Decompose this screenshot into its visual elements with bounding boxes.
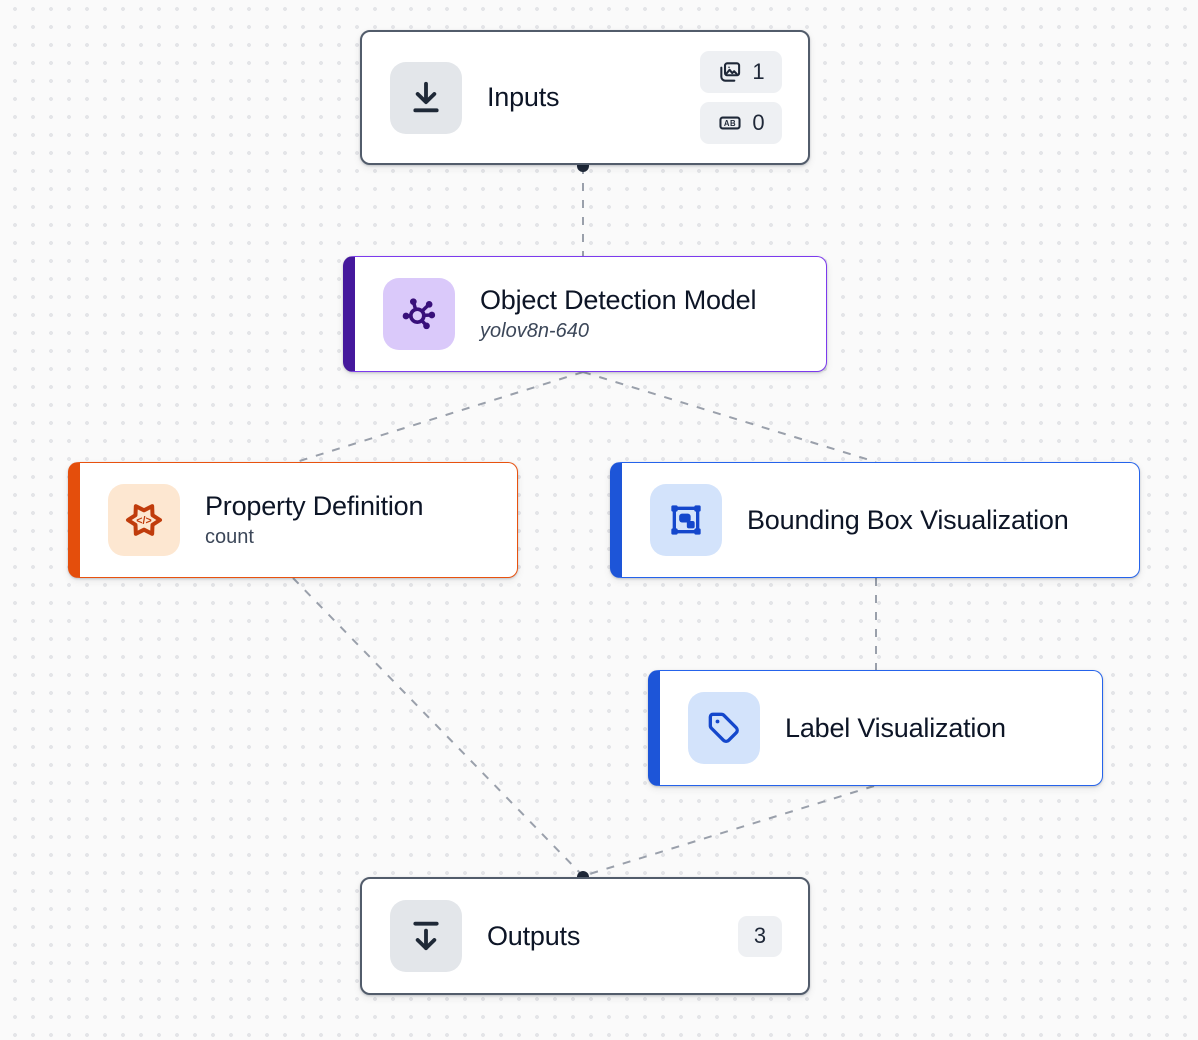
node-inputs[interactable]: Inputs 1 AB 0: [360, 30, 810, 165]
gear-code-icon: </>: [108, 484, 180, 556]
tag-icon: [688, 692, 760, 764]
download-icon: [390, 61, 462, 134]
text-count-badge: AB 0: [700, 102, 782, 144]
model-graph-icon: [383, 278, 455, 350]
node-subtitle: yolov8n-640: [480, 320, 589, 342]
text-ab-icon: AB: [719, 116, 741, 130]
bounding-box-icon: [650, 484, 722, 556]
images-count: 1: [752, 59, 765, 84]
inputs-badges: 1 AB 0: [700, 51, 782, 144]
text-count: 0: [752, 110, 765, 135]
output-icon: [390, 900, 462, 972]
edge-model-to-property: [292, 371, 584, 464]
node-object-detection-model[interactable]: Object Detection Model yolov8n-640: [343, 256, 827, 372]
node-title: Bounding Box Visualization: [747, 504, 1069, 535]
node-label-visualization[interactable]: Label Visualization: [648, 670, 1103, 786]
images-icon: [720, 62, 741, 82]
outputs-count-badge: 3: [738, 915, 782, 957]
svg-text:</>: </>: [136, 515, 151, 527]
node-bounding-box-visualization[interactable]: Bounding Box Visualization: [610, 462, 1140, 578]
node-subtitle: count: [205, 526, 254, 548]
outputs-count: 3: [753, 923, 767, 948]
node-title: Label Visualization: [785, 712, 1006, 743]
edge-label-to-outputs: [582, 785, 875, 877]
node-property-definition[interactable]: </> Property Definition count: [68, 462, 518, 578]
edge-property-to-outputs: [292, 577, 584, 877]
edge-model-to-bbox: [582, 371, 877, 463]
node-title: Property Definition: [205, 491, 424, 521]
node-title: Outputs: [487, 920, 581, 951]
node-title: Inputs: [487, 82, 560, 112]
node-title: Object Detection Model: [480, 285, 757, 315]
node-outputs[interactable]: Outputs 3: [360, 877, 810, 995]
svg-text:AB: AB: [724, 119, 736, 128]
images-count-badge: 1: [700, 51, 782, 93]
